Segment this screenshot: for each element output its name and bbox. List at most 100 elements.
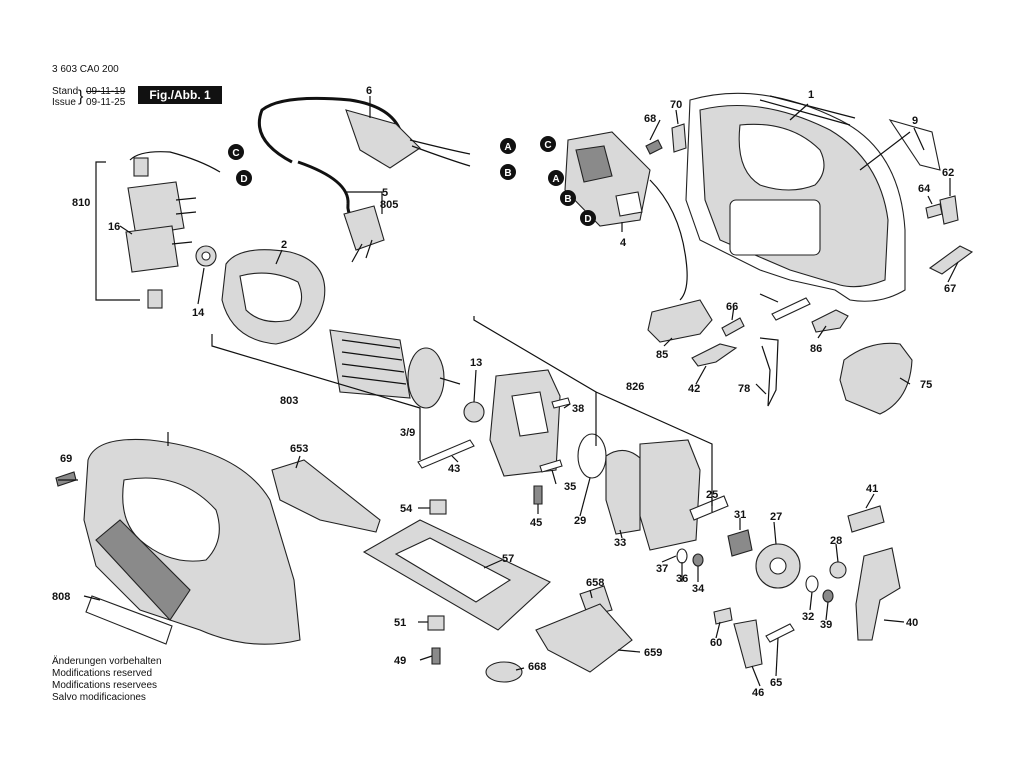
part-label-36: 36 (676, 573, 688, 585)
part-label-86: 86 (810, 343, 822, 355)
part-label-51: 51 (394, 617, 406, 629)
switch-wire-drawing (649, 179, 688, 301)
part-label-13: 13 (470, 357, 482, 369)
part-39-drawing (822, 589, 834, 603)
gear-housing-window (511, 391, 549, 437)
revision-notes: Änderungen vorbehalten Modifications res… (52, 656, 162, 704)
note-en: Modifications reserved (52, 668, 153, 679)
part-49-drawing (431, 647, 441, 665)
armature-drawing (329, 329, 461, 409)
part-label-54: 54 (400, 503, 413, 515)
part-70-drawing (671, 123, 687, 153)
note-es: Salvo modificaciones (52, 692, 146, 703)
part-86-drawing (811, 309, 849, 333)
part-37-drawing (676, 548, 688, 564)
part-label-803: 803 (280, 395, 298, 407)
part-label-46: 46 (752, 687, 764, 699)
connector-b-switch: B (560, 190, 576, 206)
doc-number: 3 603 CA0 200 (52, 64, 119, 75)
part-label-3-9: 3/9 (400, 427, 415, 439)
part-label-658: 658 (586, 577, 604, 589)
part-label-65: 65 (770, 677, 782, 689)
connector-d-switch: D (580, 210, 596, 226)
part-label-68: 68 (644, 113, 656, 125)
part-label-62: 62 (942, 167, 954, 179)
stand-label: Stand (52, 86, 79, 97)
part-66-drawing (721, 317, 745, 337)
part-46-drawing (733, 619, 763, 669)
part-label-9: 9 (912, 115, 918, 127)
part-label-66: 66 (726, 301, 738, 313)
stator-drawing (221, 249, 326, 345)
connector-d-top-left: D (236, 170, 252, 186)
part-label-668: 668 (528, 661, 546, 673)
part-51-drawing (427, 615, 445, 631)
part-13-drawing (463, 401, 485, 423)
cable-drawing (257, 96, 402, 164)
brush-holder-drawing (125, 181, 197, 273)
part-6-drawing (345, 109, 421, 169)
part-27-hub (769, 557, 787, 575)
part-41-drawing (847, 505, 885, 533)
bracket-803 (211, 334, 421, 460)
part-label-57: 57 (502, 553, 514, 565)
part-25-pin-drawing (689, 495, 729, 521)
part-28-drawing (829, 561, 847, 579)
part-label-78: 78 (738, 383, 750, 395)
part-label-70: 70 (670, 99, 682, 111)
note-de: Änderungen vorbehalten (52, 656, 162, 667)
part-668-drawing (485, 661, 523, 683)
part-35-drawing (539, 459, 563, 473)
part-33-drawing (605, 449, 641, 535)
part-60-drawing (713, 607, 733, 625)
part-653-drawing (271, 459, 381, 533)
part-label-85: 85 (656, 349, 668, 361)
part-label-5: 5 (382, 187, 388, 199)
part-label-64: 64 (918, 183, 931, 195)
part-57-inner (394, 537, 512, 603)
part-label-69: 69 (60, 453, 72, 465)
part-14-bore (201, 251, 211, 261)
connector-c-top-left: C (228, 144, 244, 160)
stand-date: 09-11-19 (86, 86, 126, 97)
part-32-drawing (805, 575, 819, 593)
part-40-drawing (855, 547, 901, 641)
svg-text:C: C (232, 148, 239, 159)
part-25-plate-drawing (639, 439, 701, 551)
part-label-75: 75 (920, 379, 932, 391)
part-label-808: 808 (52, 591, 70, 603)
part-65-drawing (765, 623, 795, 643)
part-label-28: 28 (830, 535, 842, 547)
part-label-29: 29 (574, 515, 586, 527)
part-label-43: 43 (448, 463, 460, 475)
switch-assembly-drawing (564, 131, 651, 227)
part-54-drawing (429, 499, 447, 515)
part-label-6: 6 (366, 85, 372, 97)
svg-text:B: B (504, 168, 511, 179)
part-label-810: 810 (72, 197, 90, 209)
brace-glyph: } (78, 88, 84, 105)
bracket-810 (95, 161, 140, 301)
part-label-27: 27 (770, 511, 782, 523)
part-label-45: 45 (530, 517, 542, 529)
part-45-drawing (533, 485, 543, 505)
part-label-35: 35 (564, 481, 576, 493)
bracket-826 (473, 316, 713, 512)
part-label-14: 14 (192, 307, 205, 319)
part-label-41: 41 (866, 483, 878, 495)
svg-text:D: D (584, 214, 591, 225)
issue-date: 09-11-25 (86, 97, 126, 108)
part-42-drawing (691, 343, 738, 367)
part-label-653: 653 (290, 443, 308, 455)
part-43-drawing (417, 439, 475, 469)
part-label-16: 16 (108, 221, 120, 233)
part-label-1: 1 (808, 89, 814, 101)
connector-c-switch: C (540, 136, 556, 152)
cable-wires-drawing (409, 139, 471, 167)
svg-text:C: C (544, 140, 551, 151)
part-label-659: 659 (644, 647, 662, 659)
part-label-39: 39 (820, 619, 832, 631)
plug-pins-drawing (351, 239, 373, 263)
connector-b-cable: B (500, 164, 516, 180)
